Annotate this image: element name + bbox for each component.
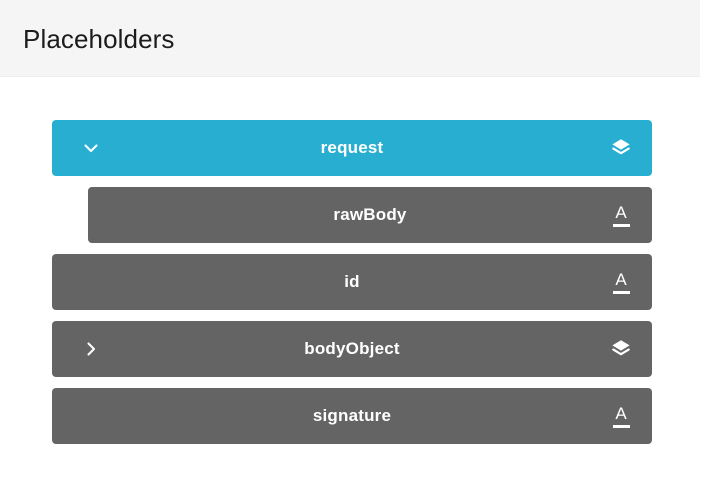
tree-node-rawbody[interactable]: rawBody A [88, 187, 652, 243]
layers-icon[interactable] [608, 321, 634, 377]
tree-node-label: signature [312, 406, 392, 425]
chevron-down-icon[interactable] [78, 120, 104, 176]
page-title: Placeholders [23, 24, 175, 54]
tree-node-label: rawBody [333, 205, 407, 224]
layers-icon[interactable] [608, 120, 634, 176]
tree-node-id[interactable]: id A [52, 254, 652, 310]
text-format-icon[interactable]: A [608, 388, 634, 444]
text-format-icon[interactable]: A [608, 187, 634, 243]
text-format-icon[interactable]: A [608, 254, 634, 310]
tree-node-bodyobject[interactable]: bodyObject [52, 321, 652, 377]
app-header: Placeholders [0, 0, 700, 77]
tree-node-label: id [344, 272, 360, 291]
tree-node-label: bodyObject [304, 339, 400, 358]
tree-node-label: request [320, 138, 384, 157]
chevron-right-icon[interactable] [78, 321, 104, 377]
tree-node-signature[interactable]: signature A [52, 388, 652, 444]
tree-node-request[interactable]: request [52, 120, 652, 176]
